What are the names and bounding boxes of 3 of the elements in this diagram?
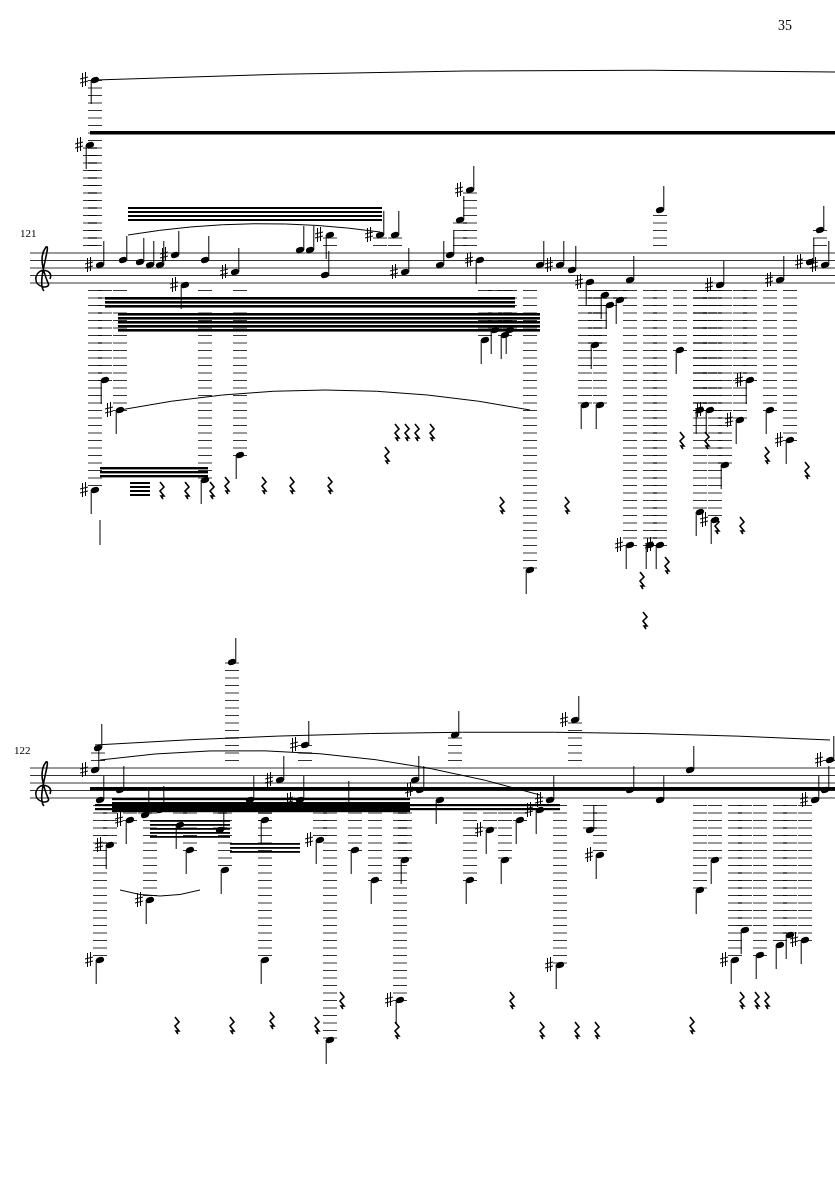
measure-number: 122	[14, 745, 31, 756]
measure-number: 121	[20, 228, 37, 239]
page-number: 35	[778, 19, 792, 33]
